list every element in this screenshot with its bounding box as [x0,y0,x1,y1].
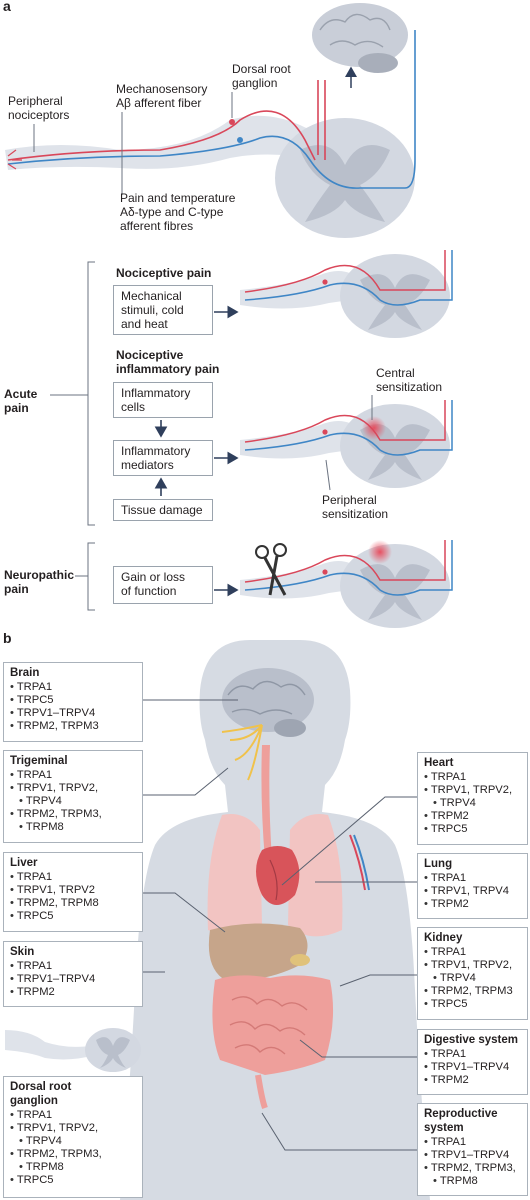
trigeminal-box: Trigeminal TRPA1 TRPV1, TRPV2, TRPV4 TRP… [3,750,143,843]
arm-vessel-blue [353,834,370,891]
arm-vessel [349,834,366,891]
peripheral-nerve-sheath [5,115,320,170]
panel-letter-a: a [3,0,11,14]
reproductive-box: Reproductive system TRPA1 TRPV1–TRPV4 TR… [417,1103,528,1196]
panel-a-leaders [33,92,233,195]
inflammatory-cord [240,395,453,491]
drg-cross-section [5,1028,141,1072]
grey-matter-top [300,145,390,222]
nociceptive-cord [240,250,453,338]
acute-pain-bracket [50,261,95,611]
brain-organ [222,668,314,737]
scissors-icon [255,543,287,596]
panel-b-leaders [143,699,417,1151]
intestines [212,975,334,1110]
liver-box: Liver TRPA1 TRPV1, TRPV2 TRPM2, TRPM8 TR… [3,852,143,932]
tissue-damage-box: Tissue damage [113,499,213,521]
digestive-box: Digestive system TRPA1 TRPV1–TRPV4 TRPM2 [417,1029,528,1095]
ascending-red-fibre [7,80,326,161]
blue-fibre [7,30,416,189]
kidney-box: Kidney TRPA1 TRPV1, TRPV2, TRPV4 TRPM2, … [417,927,528,1020]
drg-box: Dorsal root ganglion TRPA1 TRPV1, TRPV2,… [3,1076,143,1198]
panel-letter-b: b [3,630,12,646]
esophagus [261,745,272,860]
trigeminal-nerve [221,724,263,781]
top-nerve-diagram [5,30,416,238]
brain-box: Brain TRPA1 TRPC5 TRPV1–TRPV4 TRPM2, TRP… [3,662,143,742]
brain-icon-top [312,3,408,73]
skin-box: Skin TRPA1 TRPV1–TRPV4 TRPM2 [3,941,143,1007]
human-body-silhouette [120,640,430,1200]
liver [208,923,310,980]
lung-box: Lung TRPA1 TRPV1, TRPV4 TRPM2 [417,853,528,919]
heart [256,846,300,905]
nociceptive-pain-title: Nociceptive pain [116,266,212,280]
heart-box: Heart TRPA1 TRPV1, TRPV2, TRPV4 TRPM2 TR… [417,752,528,845]
